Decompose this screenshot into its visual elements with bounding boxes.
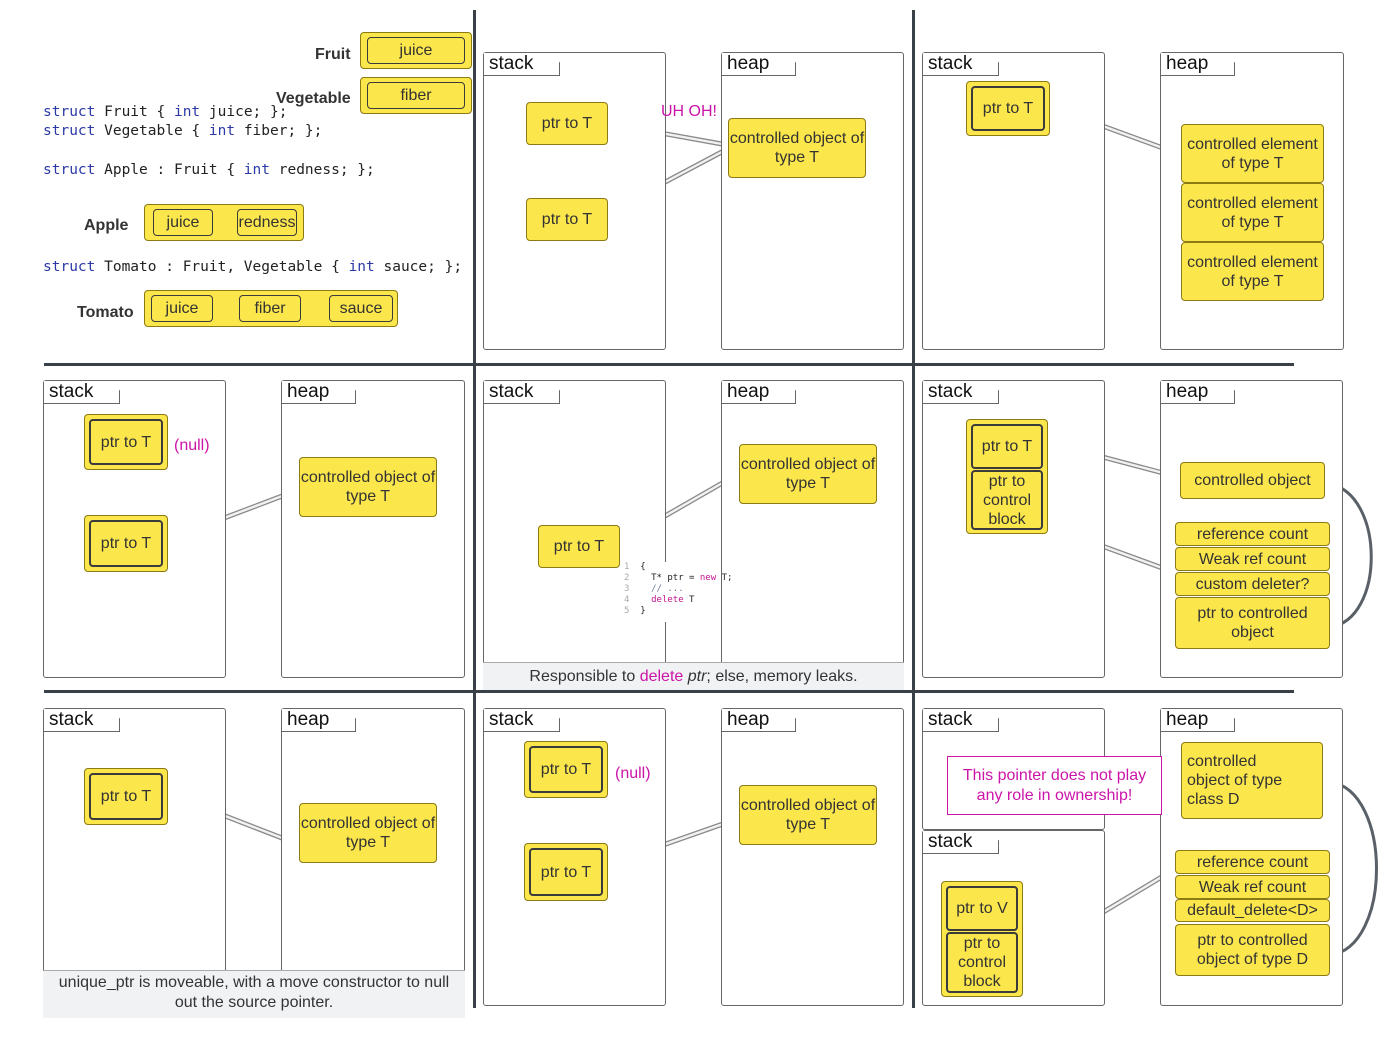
heap-tab: heap <box>282 709 356 732</box>
pointer-box: ptr to T <box>524 741 608 798</box>
weak-ref-count-field: Weak ref count <box>1175 875 1330 899</box>
controlled-object-box: controlled object of type T <box>299 457 437 517</box>
tomato-label: Tomato <box>77 304 134 321</box>
pointer-box: ptr to T <box>966 81 1050 136</box>
pointer-box: ptr to T <box>524 843 608 901</box>
shared-pointer-box: ptr to T ptr to control block <box>966 419 1048 534</box>
pointer-box: ptr to T <box>84 414 168 470</box>
field-juice: juice <box>151 295 213 322</box>
pointer-inner: ptr to T <box>89 773 163 820</box>
vegetable-layout: fiber <box>360 77 472 114</box>
stack-tab: stack <box>923 709 999 732</box>
field-redness: redness <box>237 209 297 236</box>
stack-tab: stack <box>44 709 120 732</box>
pointer-inner: ptr to T <box>971 424 1043 469</box>
pointer-inner: ptr to T <box>529 848 603 896</box>
ptr-to-controlled-object-field: ptr to controlled object of type D <box>1175 924 1330 976</box>
heap-region: heap <box>721 52 904 350</box>
raw-pointer-caption: Responsible to delete ptr; else, memory … <box>483 662 904 690</box>
default-deleter-field: default_delete<D> <box>1175 899 1330 922</box>
heap-tab: heap <box>722 709 796 732</box>
unique-pointer-caption: unique_ptr is moveable, with a move cons… <box>43 970 465 1018</box>
array-element-box: controlled element of type T <box>1181 124 1324 183</box>
controlled-object-box: controlled object <box>1180 462 1325 499</box>
apple-layout: juice redness <box>144 204 304 241</box>
field-fiber: fiber <box>367 82 465 109</box>
stack-tab: stack <box>484 53 560 76</box>
weak-ref-count-field: Weak ref count <box>1175 547 1330 571</box>
heap-region: heap <box>281 708 465 1018</box>
heap-tab: heap <box>282 381 356 404</box>
field-juice: juice <box>153 209 213 236</box>
custom-deleter-field: custom deleter? <box>1175 572 1330 596</box>
controlled-object-box: controlled object of type T <box>299 803 437 863</box>
aliasing-pointer-box: ptr to V ptr to control block <box>941 881 1023 997</box>
pointer-box: ptr to T <box>526 102 608 145</box>
reference-count-field: reference count <box>1175 522 1330 546</box>
control-block-pointer: ptr to control block <box>971 470 1043 530</box>
ptr-to-controlled-object-field: ptr to controlled object <box>1175 597 1330 649</box>
heap-tab: heap <box>1161 53 1235 76</box>
heap-tab: heap <box>1161 709 1235 732</box>
divider-horizontal-top <box>44 363 1294 366</box>
stack-tab: stack <box>923 381 999 404</box>
code-struct-tomato: struct Tomato : Fruit, Vegetable { int s… <box>43 259 463 275</box>
pointer-inner: ptr to T <box>89 520 163 567</box>
pointer-box: ptr to T <box>526 198 608 241</box>
code-struct-fruit: struct Fruit { int juice; }; <box>43 104 288 120</box>
controlled-object-box: controlled object of type class D <box>1181 742 1323 819</box>
stack-tab: stack <box>923 53 999 76</box>
heap-tab: heap <box>722 53 796 76</box>
field-sauce: sauce <box>329 295 393 322</box>
control-block-pointer: ptr to control block <box>946 932 1018 993</box>
stack-tab: stack <box>484 709 560 732</box>
array-element-box: controlled element of type T <box>1181 242 1324 301</box>
controlled-object-box: controlled object of type T <box>728 118 866 178</box>
divider-vertical-right <box>912 10 915 1008</box>
tomato-layout: juice fiber sauce <box>144 290 398 327</box>
heap-region: heap <box>721 708 904 1006</box>
code-struct-apple: struct Apple : Fruit { int redness; }; <box>43 162 375 178</box>
pointer-inner: ptr to T <box>971 86 1045 131</box>
heap-tab: heap <box>1161 381 1235 404</box>
stack-tab: stack <box>923 831 999 854</box>
null-label: (null) <box>174 437 210 454</box>
pointer-inner: ptr to T <box>529 746 603 793</box>
apple-label: Apple <box>84 217 129 234</box>
pointer-box: ptr to T <box>84 515 168 572</box>
pointer-inner: ptr to V <box>946 886 1018 931</box>
reference-count-field: reference count <box>1175 850 1330 874</box>
divider-vertical-left <box>473 10 476 1008</box>
pointer-inner: ptr to T <box>89 419 163 465</box>
heap-tab: heap <box>722 381 796 404</box>
vegetable-label: Vegetable <box>276 90 351 107</box>
controlled-object-box: controlled object of type T <box>739 785 877 845</box>
field-juice: juice <box>367 37 465 64</box>
code-snippet-new-delete: 1 { 2 T* ptr = new T; 3 // ... 4 delete … <box>624 562 732 622</box>
controlled-object-box: controlled object of type T <box>739 444 877 504</box>
heap-region: heap <box>281 380 465 678</box>
fruit-layout: juice <box>360 32 472 69</box>
pointer-box: ptr to T <box>84 768 168 825</box>
array-element-box: controlled element of type T <box>1181 183 1324 242</box>
stack-tab: stack <box>44 381 120 404</box>
stack-tab: stack <box>484 381 560 404</box>
pointer-box: ptr to T <box>538 525 620 568</box>
divider-horizontal-bottom <box>44 690 1294 693</box>
ownership-note: This pointer does not play any role in o… <box>947 756 1162 815</box>
code-struct-vegetable: struct Vegetable { int fiber; }; <box>43 123 323 139</box>
fruit-label: Fruit <box>315 46 351 63</box>
stack-region: stack <box>43 708 226 1018</box>
null-label: (null) <box>615 765 651 782</box>
field-fiber: fiber <box>239 295 301 322</box>
heap-region: heap <box>721 380 904 690</box>
uh-oh-warning: UH OH! <box>661 103 717 120</box>
